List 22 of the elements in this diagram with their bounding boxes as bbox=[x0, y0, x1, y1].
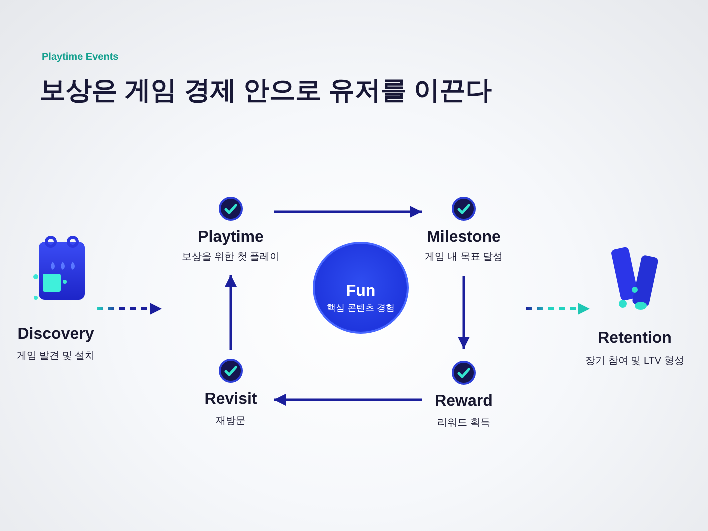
arrow bbox=[274, 206, 422, 218]
dashed-arrow bbox=[526, 303, 590, 315]
step-description: 보상을 위한 첫 플레이 bbox=[182, 251, 280, 264]
step-title: Retention bbox=[598, 329, 672, 348]
step-description: 게임 내 목표 달성 bbox=[424, 251, 504, 264]
dashed-arrow bbox=[97, 303, 162, 315]
step-title: Reward bbox=[435, 392, 493, 412]
circle-subtitle: 핵심 콘텐츠 경험 bbox=[326, 303, 395, 315]
step-description: 재방문 bbox=[216, 415, 246, 428]
slide-title: 보상은 게임 경제 안으로 유저를 이끈다 bbox=[40, 74, 492, 107]
section-label: Playtime Events bbox=[42, 52, 119, 63]
step-description: 게임 발견 및 설치 bbox=[16, 350, 96, 364]
step-title: Playtime bbox=[198, 228, 264, 248]
arrow bbox=[458, 276, 470, 349]
arrow bbox=[225, 275, 237, 350]
step-title: Milestone bbox=[427, 228, 501, 248]
step-description: 리워드 획득 bbox=[438, 417, 490, 430]
step-description: 장기 참여 및 LTV 형성 bbox=[586, 355, 684, 368]
circle-title: Fun bbox=[346, 282, 376, 302]
step-title: Discovery bbox=[18, 325, 94, 344]
step-title: Revisit bbox=[204, 390, 258, 410]
arrow bbox=[274, 394, 422, 406]
